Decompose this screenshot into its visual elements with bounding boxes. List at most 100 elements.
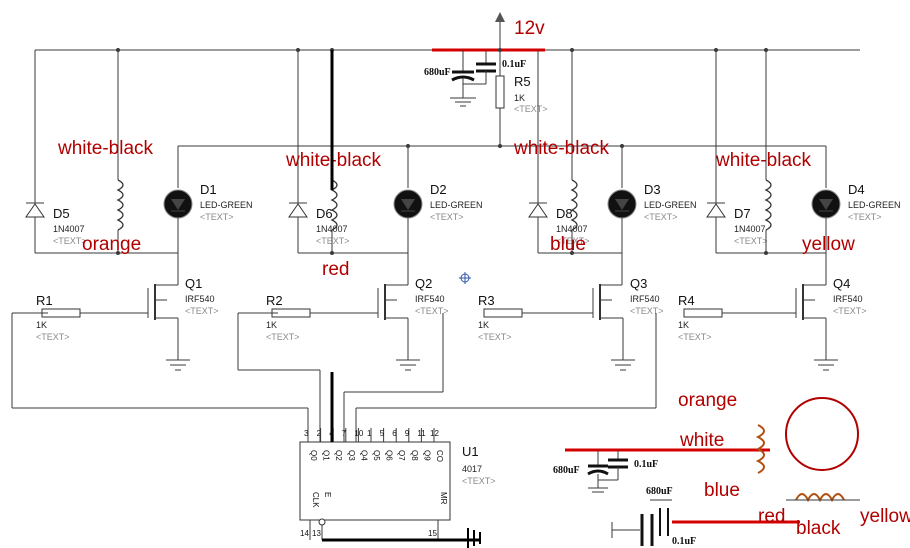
led-value: LED-GREEN [644,200,697,210]
diode-text: <TEXT> [734,236,768,246]
ic-pin-number: 9 [405,429,410,438]
ic-pin-name: Q3 [347,450,356,461]
mosfet-value: IRF540 [833,294,863,304]
resistor-text: <TEXT> [266,332,300,342]
mosfet-value: IRF540 [415,294,445,304]
cap-01-label: 0.1uF [502,59,526,70]
ic-pin-number: 1 [367,429,372,438]
diode-text: <TEXT> [316,236,350,246]
led-value: LED-GREEN [848,200,901,210]
resistor-value: 1K [266,320,277,330]
led-text: <TEXT> [644,212,678,222]
ic-pin-name: Q0 [309,450,318,461]
wire-label-bottom: red [322,259,349,280]
ic-pin-name: E [323,492,332,497]
legend-cap-680-label: 680uF [553,465,580,476]
led-value: LED-GREEN [200,200,253,210]
diode-ref: D6 [316,206,333,221]
resistor-text: <TEXT> [678,332,712,342]
motor-coil [538,50,622,255]
ic-pin-name: CO [435,450,444,462]
probe-crosshair-icon [459,272,471,284]
r5-text: <TEXT> [514,104,548,114]
diode-text: <TEXT> [556,236,590,246]
ic-pin-name: Q5 [372,450,381,461]
mosfet-ref: Q1 [185,276,202,291]
u1-value: 4017 [462,464,482,474]
led-ref: D1 [200,182,217,197]
resistor-ref: R3 [478,293,495,308]
resistor-text: <TEXT> [478,332,512,342]
ic-pin-name: Q8 [410,450,419,461]
cap-680-label: 680uF [424,67,451,78]
led-text: <TEXT> [430,212,464,222]
resistor-ref: R2 [266,293,283,308]
wire-label-top: white-black [513,138,610,159]
resistor-value: 1K [36,320,47,330]
channel-3: D81N4007<TEXT>D3LED-GREEN<TEXT>Q3IRF540<… [478,50,697,371]
legend-label-black: black [796,518,841,539]
ic-pin-name: Q6 [385,450,394,461]
ic-pin-name: Q2 [334,450,343,461]
legend-cap-01b-label: 0.1uF [672,536,696,547]
mosfet-value: IRF540 [630,294,660,304]
wire-label-bottom: blue [550,234,586,255]
legend-label-blue: blue [704,480,740,501]
ic-pin-number: 12 [430,429,439,438]
diode-value: 1N4007 [734,224,766,234]
motor-coil [35,50,178,255]
ic-u1: 3Q02Q14Q27Q310Q41Q55Q66Q79Q811Q912CO14CL… [299,428,496,548]
ic-pin-name: Q4 [359,450,368,461]
ic-pin-number: 5 [380,429,385,438]
legend-cap-01-label: 0.1uF [634,459,658,470]
resistor-ref: R1 [36,293,53,308]
supply-capacitors: 680uF 0.1uF [424,50,526,107]
mosfet-text: <TEXT> [630,306,664,316]
r5-ref: R5 [514,74,531,89]
supply-label: 12v [514,18,545,39]
resistor-r5: R5 1K <TEXT> [495,50,548,146]
ic-pin-name: CLK [311,492,320,508]
ic-pin-number: 11 [417,429,426,438]
led-ref: D4 [848,182,865,197]
legend-label-orange: orange [678,390,737,411]
ic-pin-name: Q1 [322,450,331,461]
led-ref: D2 [430,182,447,197]
diode-text: <TEXT> [53,236,87,246]
motor-coil [716,50,826,255]
diode-ref: D7 [734,206,751,221]
ic-pin-name: Q7 [397,450,406,461]
wire-label-bottom: orange [82,234,141,255]
led-rail [178,144,826,148]
motor-legend: 680uF 0.1uF 680uF 0.1uF orange white blu… [553,390,910,547]
led-text: <TEXT> [200,212,234,222]
ic-pin-number: 13 [312,529,321,538]
legend-cap-680b-label: 680uF [646,486,673,497]
resistor-ref: R4 [678,293,695,308]
ic-pin-name: MR [439,492,448,505]
wire-label-bottom: yellow [802,234,855,255]
ic-pin-number: 3 [304,429,309,438]
legend-label-red: red [758,506,785,527]
diode-ref: D8 [556,206,573,221]
led-text: <TEXT> [848,212,882,222]
flyback-diode: D7 1N4007 <TEXT> [706,50,768,253]
r5-value: 1K [514,93,525,103]
legend-label-white: white [679,430,724,451]
resistor-value: 1K [678,320,689,330]
led-value: LED-GREEN [430,200,483,210]
led-ref: D3 [644,182,661,197]
gate-resistor: R4 1K <TEXT> [678,293,796,342]
u1-ref: U1 [462,444,479,459]
